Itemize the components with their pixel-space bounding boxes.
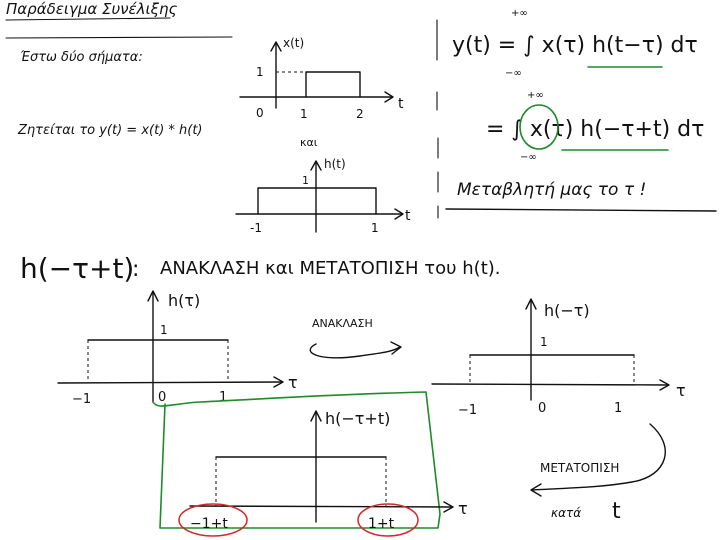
h-tau-axis-arrow	[273, 376, 284, 388]
h-vertical-arrow	[310, 160, 322, 171]
shift-label: ΜΕΤΑΤΟΠΙΣΗ	[540, 461, 619, 475]
variable-note: Μεταβλητή μας το τ !	[457, 180, 646, 200]
formula-line-1: y(t) = ∫ x(τ) h(t−τ) dτ	[452, 33, 698, 58]
reflection-arrowhead	[390, 341, 402, 355]
x-axis-arrow	[384, 91, 394, 103]
h-neg-tau-tick-neg1: −1	[458, 403, 477, 418]
title-underline	[5, 17, 171, 21]
h-neg-tau-axis	[431, 383, 669, 386]
h-tau-axis	[57, 381, 283, 384]
shift-by-word: κατά	[551, 506, 581, 520]
header-divider	[5, 36, 233, 39]
h-shifted-axis	[189, 505, 453, 508]
h-level-label: 1	[302, 174, 309, 187]
h-axis-arrow	[394, 208, 404, 220]
formula-underline	[445, 208, 717, 212]
banner-colon: :	[132, 257, 139, 282]
intro-text: Έστω δύο σήματα:	[20, 50, 143, 65]
shift-arrowhead	[530, 483, 542, 497]
h-tick-1: 1	[371, 221, 379, 235]
x-level-label: 1	[256, 65, 264, 79]
h-shifted-label: h(−τ+t)	[325, 409, 390, 428]
h-tau-plot: h(τ) 1 −1 0 1 τ	[57, 290, 298, 407]
x-vertical-arrow	[270, 41, 282, 52]
circle-right-bound	[357, 503, 419, 537]
h-tick-neg1: -1	[250, 221, 262, 235]
h-tau-tick-1: 1	[219, 390, 227, 405]
circle-x-tau	[519, 104, 559, 150]
h-neg-tau-plot: h(−τ) 1 −1 0 1 τ	[431, 298, 686, 418]
h-tau-level: 1	[160, 323, 168, 337]
x-tick-2: 2	[356, 107, 364, 121]
reflection-annotation: ΑΝΑΚΛΑΣΗ	[309, 317, 402, 359]
formula-upper-limit: +∞	[511, 8, 528, 19]
h-tau-label: h(τ)	[168, 291, 200, 310]
formula-upper-limit-2: +∞	[527, 90, 544, 101]
h-shifted-tick-left: −1+t	[190, 516, 228, 532]
and-word: και	[300, 136, 318, 149]
slide-title: Παράδειγμα Συνέλιξης	[6, 0, 177, 18]
x-signal-label: x(t)	[283, 36, 304, 50]
banner-text: ΑΝΑΚΛΑΣΗ και ΜΕΤΑΤΟΠΙΣΗ του h(t).	[160, 258, 501, 279]
x-pulse	[305, 71, 361, 98]
x-signal-plot: x(t) 1 0 1 2 t	[239, 36, 404, 121]
h-neg-tau-axis-arrow	[659, 379, 670, 391]
shift-annotation: ΜΕΤΑΤΟΠΙΣΗ κατά t	[530, 423, 666, 524]
h-tau-tick-neg1: −1	[72, 392, 91, 407]
h-tau-vertical-arrow	[147, 290, 159, 302]
shift-highlight-frame	[152, 391, 441, 529]
h-tau-tick-0: 0	[158, 390, 166, 405]
x-tick-1: 1	[300, 107, 308, 121]
vertical-separator	[436, 19, 439, 219]
h-shifted-vertical-arrow	[310, 410, 322, 422]
x-tick-0: 0	[256, 106, 264, 120]
formula-lower-limit: −∞	[505, 68, 522, 79]
h-shifted-plot: h(−τ+t) −1+t 1+t τ	[178, 409, 468, 537]
h-signal-plot: h(t) 1 -1 1 t	[235, 157, 411, 235]
x-time-label: t	[398, 96, 404, 112]
h-shifted-axis-arrow	[443, 501, 454, 513]
reflection-arrow	[309, 343, 401, 359]
reflection-label: ΑΝΑΚΛΑΣΗ	[312, 317, 373, 330]
h-signal-label: h(t)	[324, 157, 346, 171]
h-tau-axis-label: τ	[288, 373, 298, 392]
h-neg-tau-axis-label: τ	[676, 381, 686, 400]
shift-variable: t	[612, 499, 621, 524]
formula-line-2: = ∫ x(τ) h(−τ+t) dτ	[486, 117, 704, 142]
h-neg-tau-label: h(−τ)	[544, 301, 590, 320]
h-time-label: t	[405, 208, 411, 224]
h-neg-tau-tick-1: 1	[614, 401, 622, 416]
h-shifted-axis-label: τ	[458, 499, 468, 518]
circle-left-bound	[178, 503, 248, 537]
h-neg-tau-vertical-arrow	[525, 298, 537, 310]
banner-lhs: h(−τ+t)	[20, 252, 134, 285]
h-shifted-tick-right: 1+t	[368, 516, 395, 532]
shift-arrow	[531, 423, 666, 491]
convolution-formula: y(t) = ∫ x(τ) h(t−τ) dτ +∞ −∞ = ∫ x(τ) h…	[445, 8, 717, 212]
formula-lower-limit-2: −∞	[520, 152, 537, 163]
task-text: Ζητείται το y(t) = x(t) * h(t)	[17, 123, 203, 138]
h-pulse	[257, 187, 377, 215]
h-neg-tau-level: 1	[540, 335, 548, 349]
h-neg-tau-tick-0: 0	[538, 401, 546, 416]
